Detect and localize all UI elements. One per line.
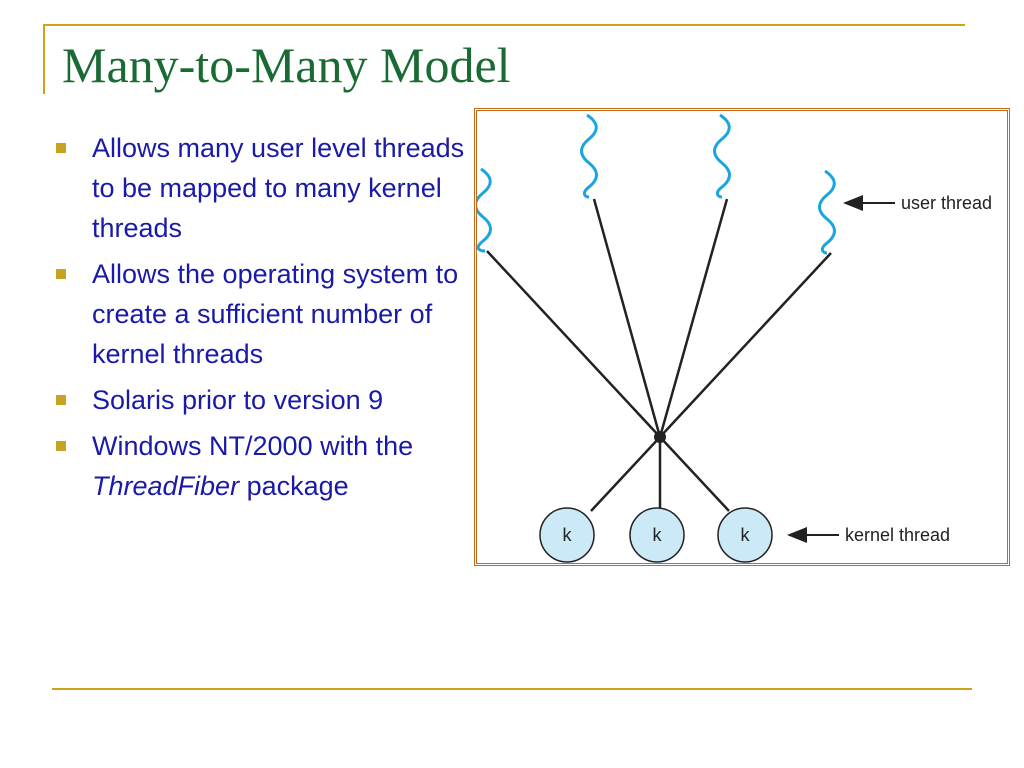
bullet-item: Windows NT/2000 with the ThreadFiber pac… <box>56 426 476 506</box>
left-rule <box>43 24 45 94</box>
slide-title: Many-to-Many Model <box>62 37 511 93</box>
bullet-text: Allows the operating system to create a … <box>92 259 459 369</box>
bullet-text: Solaris prior to version 9 <box>92 385 384 415</box>
connection-line <box>486 250 661 438</box>
bullet-text: Allows many user level threads to be map… <box>92 133 465 243</box>
square-bullet-icon <box>56 143 66 153</box>
bullet-list: Allows many user level threads to be map… <box>56 128 476 512</box>
bullet-text-after: package <box>239 471 349 501</box>
connection-line <box>659 252 832 438</box>
connection-line <box>658 198 729 438</box>
kernel-thread-label: kernel thread <box>845 525 950 545</box>
square-bullet-icon <box>56 269 66 279</box>
user-thread-wave-icon <box>580 113 598 199</box>
kernel-thread-node: k <box>717 507 773 563</box>
kernel-thread-node: k <box>629 507 685 563</box>
user-thread-label: user thread <box>901 193 992 213</box>
bottom-rule <box>52 688 972 690</box>
connection-line <box>592 198 662 438</box>
square-bullet-icon <box>56 395 66 405</box>
connection-line <box>590 436 661 512</box>
square-bullet-icon <box>56 441 66 451</box>
bullet-item: Solaris prior to version 9 <box>56 380 476 420</box>
kernel-node-label: k <box>741 525 751 545</box>
diagram-svg: k k k user thread kernel thread <box>477 113 992 563</box>
kernel-node-label: k <box>653 525 663 545</box>
connection-line <box>659 436 730 512</box>
kernel-thread-node: k <box>539 507 595 563</box>
bullet-item: Allows many user level threads to be map… <box>56 128 476 248</box>
top-rule <box>43 24 965 26</box>
user-thread-wave-icon <box>818 169 836 255</box>
junction-point <box>654 431 666 443</box>
bullet-item: Allows the operating system to create a … <box>56 254 476 374</box>
kernel-node-label: k <box>563 525 573 545</box>
user-thread-wave-icon <box>477 167 492 253</box>
bullet-text-before: Windows NT/2000 with the <box>92 431 414 461</box>
bullet-text-italic: ThreadFiber <box>92 471 240 501</box>
user-thread-wave-icon <box>713 113 731 199</box>
many-to-many-diagram: k k k user thread kernel thread <box>474 108 1010 566</box>
